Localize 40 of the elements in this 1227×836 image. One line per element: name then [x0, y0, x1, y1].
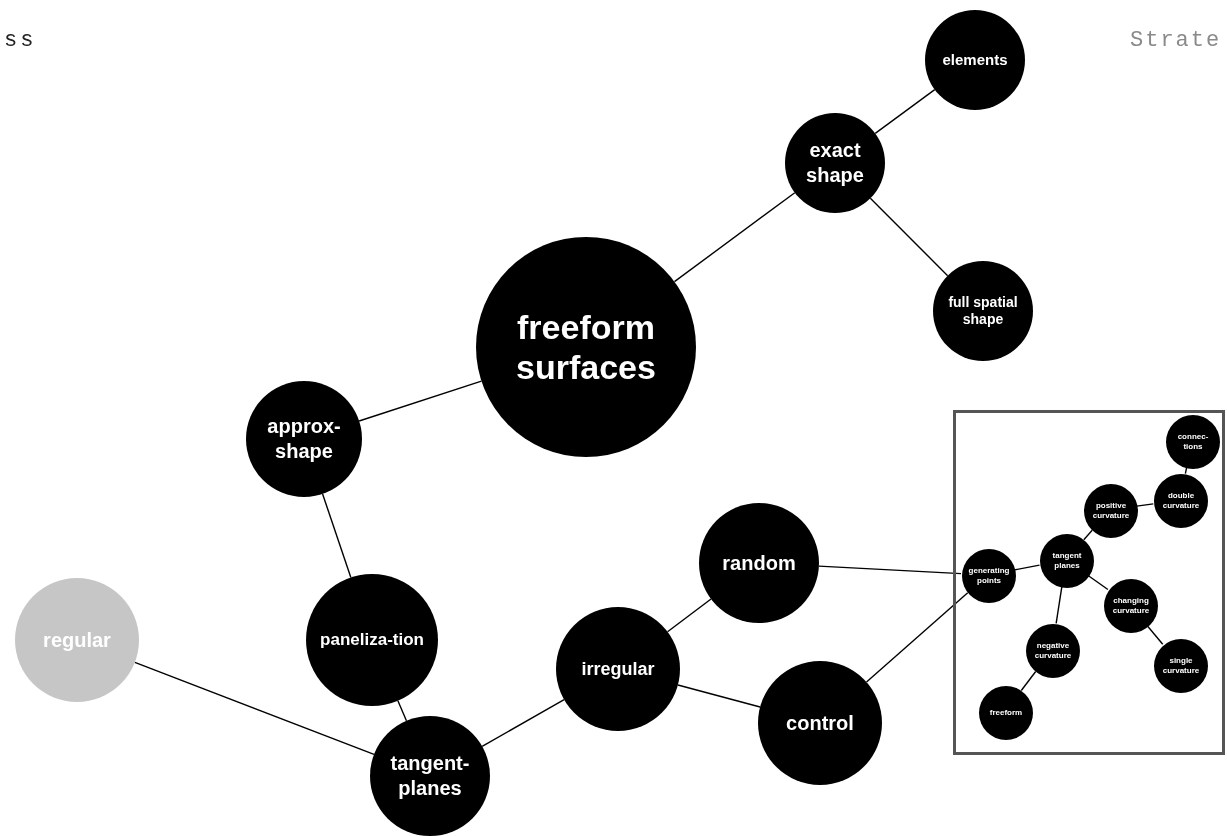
connector-line	[865, 592, 969, 683]
node-label: exact shape	[805, 138, 865, 188]
connector-line	[1020, 670, 1037, 692]
node-label: elements	[941, 51, 1009, 69]
inset-frame	[953, 410, 1225, 755]
node-label: changing curvature	[1111, 596, 1151, 616]
connector-line	[134, 661, 375, 756]
connector-line	[818, 565, 962, 575]
node-label: negative curvature	[1033, 641, 1073, 661]
node-label: full spatial shape	[947, 294, 1019, 328]
node-label: control	[785, 710, 855, 736]
heading-fragment: Strate	[1130, 27, 1222, 55]
connector-line	[321, 493, 352, 579]
connector-line	[677, 684, 761, 708]
connector-line	[1083, 529, 1093, 541]
connector-line	[1146, 625, 1164, 645]
node-label: freeform surfaces	[515, 307, 657, 387]
node-label: irregular	[580, 658, 656, 680]
node-label: tangent-planes	[389, 751, 471, 801]
connector-line	[1087, 574, 1109, 591]
node-label: freeform	[988, 708, 1024, 718]
connector-line	[673, 192, 796, 283]
connector-line	[666, 598, 712, 633]
node-label: random	[721, 550, 797, 576]
node-label: tangent planes	[1051, 551, 1083, 571]
connector-line	[869, 197, 949, 277]
node-label: generating points	[967, 566, 1011, 586]
heading-fragment: ss	[4, 27, 37, 55]
connector-line	[874, 88, 936, 135]
connector-line	[481, 698, 565, 748]
node-label: regular	[42, 627, 112, 653]
node-label: double curvature	[1161, 491, 1201, 511]
connector-line	[397, 700, 408, 722]
node-label: single curvature	[1161, 656, 1201, 676]
node-label: approx-shape	[266, 414, 342, 464]
connector-line	[358, 380, 483, 422]
node-label: paneliza-tion	[319, 629, 425, 651]
node-label: connec-tions	[1176, 432, 1210, 452]
node-label: positive curvature	[1091, 501, 1131, 521]
connector-line	[1013, 564, 1041, 571]
